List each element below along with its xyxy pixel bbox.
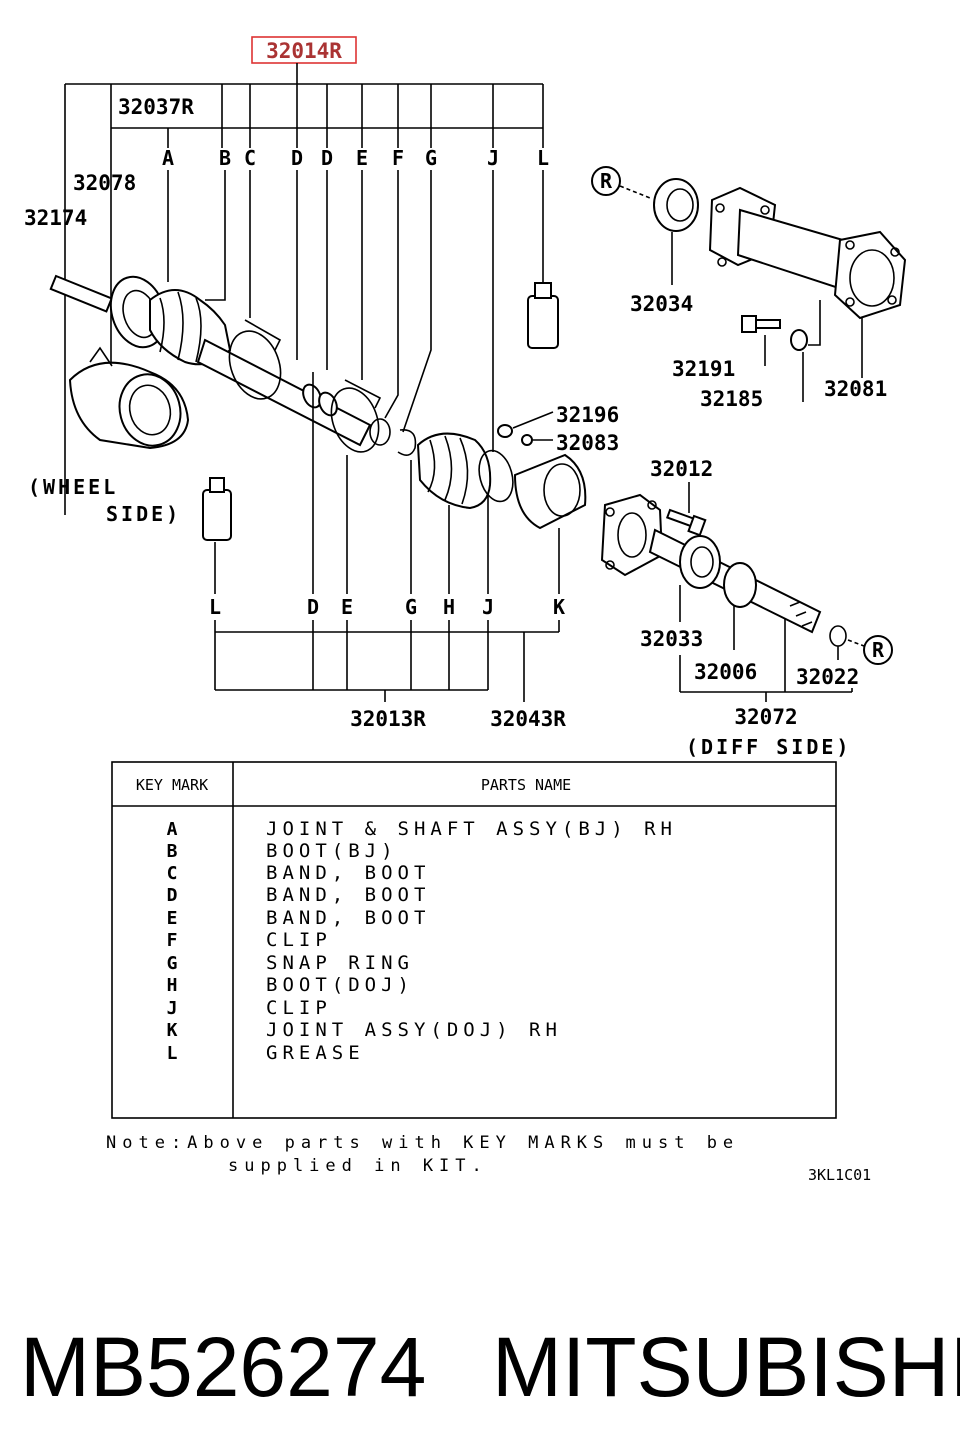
part-32033-label[interactable]: 32033 [640,627,703,651]
table-row-key: A [167,819,178,840]
table-header-parts-name: PARTS NAME [481,776,571,794]
brand-caption: MITSUBISHI [492,1320,960,1414]
key-letter-a: A [162,146,174,170]
table-row-key: C [167,863,178,884]
table-row-key: H [167,975,178,996]
part-number-caption: MB526274 [20,1320,426,1414]
part-32022-label[interactable]: 32022 [796,665,859,689]
key-letter-l: L [537,146,549,170]
table-row-key: D [167,885,178,906]
table-row-name: JOINT & SHAFT ASSY(BJ) RH [266,818,677,840]
key-letter-d2: D [321,146,333,170]
part-32012-label[interactable]: 32012 [650,457,713,481]
ref-marker-r-top: R [600,169,613,193]
table-row-key: G [167,953,178,974]
part-32081-label[interactable]: 32081 [824,377,887,401]
table-row-key: K [167,1020,178,1041]
part-32078-label[interactable]: 32078 [73,171,136,195]
table-row-key: L [167,1043,178,1064]
bottom-bracket-lines [214,372,560,702]
part-32072-label[interactable]: 32072 [734,705,797,729]
parts-table: KEY MARK PARTS NAME A JOINT & SHAFT ASSY… [111,761,837,1119]
part-32191-label[interactable]: 32191 [672,357,735,381]
table-row-key: B [167,841,178,862]
key-letter-d: D [291,146,303,170]
bottom-key-l: L [209,595,221,619]
table-row-name: CLIP [266,929,332,951]
bottom-key-k: K [553,595,565,619]
kit-note-line2: supplied in KIT. [228,1156,488,1176]
key-letter-b: B [219,146,231,170]
diff-side-label: (DIFF SIDE) [686,735,851,759]
right-inner-shaft: R [600,482,893,702]
part-32174-label[interactable]: 32174 [24,206,87,230]
bottom-key-j: J [482,595,494,619]
key-letter-g: G [425,146,437,170]
bottom-key-g: G [405,595,417,619]
part-32034-label[interactable]: 32034 [630,292,693,316]
key-letter-f: F [392,146,404,170]
kit-note-line1: Note:Above parts with KEY MARKS must be [106,1133,739,1153]
part-32014R-label[interactable]: 32014R [266,39,342,63]
bottom-key-h: H [443,595,455,619]
table-row-name: GREASE [266,1042,365,1064]
table-row-name: JOINT ASSY(DOJ) RH [266,1019,562,1041]
part-32185-label[interactable]: 32185 [700,387,763,411]
part-32037R-label[interactable]: 32037R [118,95,194,119]
key-letter-e: E [356,146,368,170]
bottom-key-d: D [307,595,319,619]
wheel-side-label-line1: (WHEEL [28,475,118,499]
table-header-key-mark: KEY MARK [136,776,208,794]
drawing-code: 3KL1C01 [808,1166,871,1184]
table-row-name: CLIP [266,997,332,1019]
top-key-letters: A B C D D E F G J L [162,146,549,170]
table-row-name: BAND, BOOT [266,884,430,906]
table-row-name: BAND, BOOT [266,907,430,929]
bottom-key-e: E [341,595,353,619]
right-housing: R [591,166,907,402]
middle-parts [416,282,587,530]
table-row-name: BOOT(DOJ) [266,974,414,996]
key-letter-j: J [487,146,499,170]
highlight-box [251,36,357,64]
top-bracket-lines [64,63,544,515]
bottom-key-letters: L D E G H J K [209,595,565,619]
table-row-name: SNAP RING [266,952,414,974]
part-32013R-label[interactable]: 32013R [350,707,426,731]
table-row-name: BAND, BOOT [266,862,430,884]
ref-marker-r-bottom: R [872,638,885,662]
table-row-key: F [167,930,178,951]
table-row-key: E [167,908,178,929]
part-32083-label[interactable]: 32083 [556,431,619,455]
part-32196-label[interactable]: 32196 [556,403,619,427]
part-32006-label[interactable]: 32006 [694,660,757,684]
left-shaft-assembly [49,274,417,541]
part-32043R-label[interactable]: 32043R [490,707,566,731]
table-row-key: J [167,998,178,1019]
key-letter-c: C [244,146,256,170]
table-row-name: BOOT(BJ) [266,840,398,862]
wheel-side-label-line2: SIDE) [106,502,181,526]
